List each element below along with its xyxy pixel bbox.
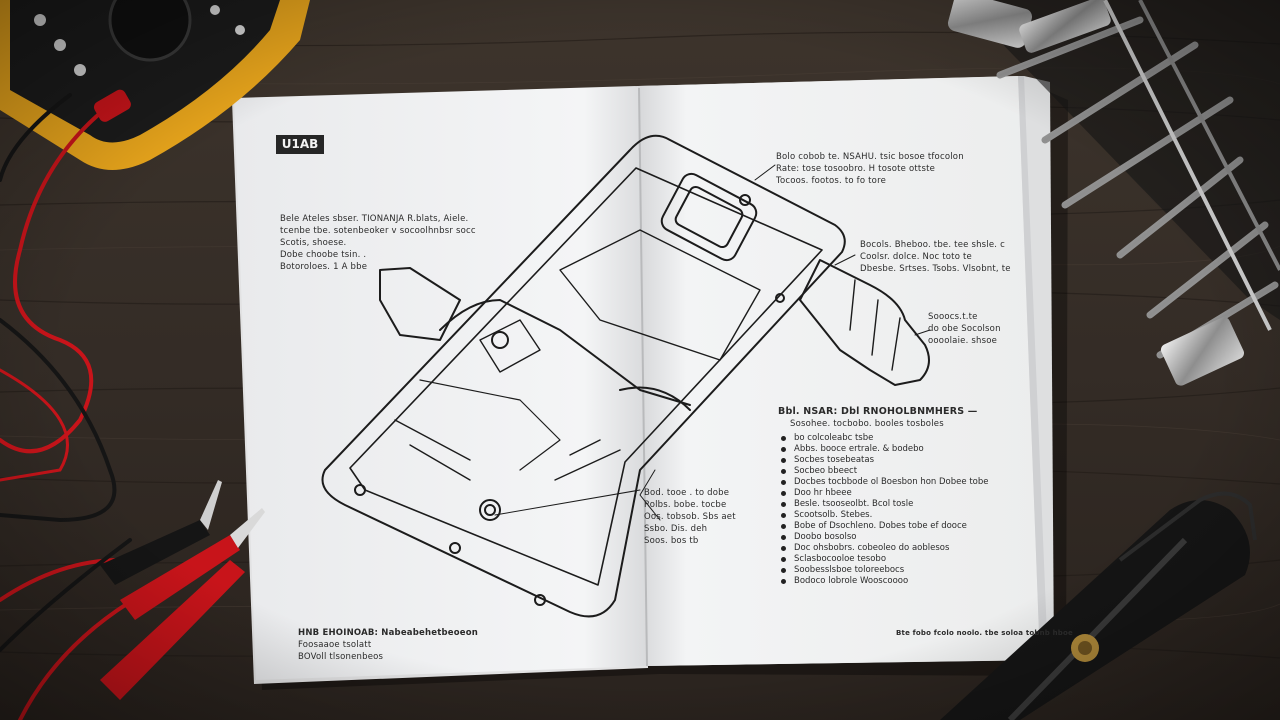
callout-line: Soos. bos tb bbox=[644, 536, 699, 546]
callout-line: Oos. tobsob. Sbs aet bbox=[644, 512, 736, 522]
bullet-item: Docbes tocbbode ol Boesbon hon Dobee tob… bbox=[780, 477, 988, 488]
callout-line: Sooocs.t.te bbox=[928, 312, 978, 322]
callout-line: Rolbs. bobe. tocbe bbox=[644, 500, 727, 510]
manual-badge: U1AB bbox=[276, 135, 324, 154]
callout-line: Bocols. Bheboo. tbe. tee shsle. c bbox=[860, 240, 1005, 250]
footer-line: BOVoll tlsonenbeos bbox=[298, 652, 384, 662]
callout-line: Tocoos. footos. to fo tore bbox=[776, 176, 887, 186]
bullet-item: Sclasbocooloe tesobo bbox=[780, 554, 988, 565]
callout-line: Dbesbe. Srtses. Tsobs. Vlsobnt, te bbox=[860, 264, 1011, 274]
footer-line: HNB EHOINOAB: Nabeabehetbeoeon bbox=[298, 628, 479, 638]
right-page-footer: Bte fobo fcolo noolo. tbe soloa tobnb hb… bbox=[896, 629, 1073, 637]
intro-line: tcenbe tbe. sotenbeoker v socoolhnbsr so… bbox=[280, 226, 476, 236]
bullet-item: Bobe of Dsochleno. Dobes tobe ef dooce bbox=[780, 521, 988, 532]
callout-line: Rate: tose tosoobro. H tosote ottste bbox=[776, 164, 936, 174]
bullet-item: Socbes tosebeatas bbox=[780, 455, 988, 466]
intro-line: Scotis, shoese. bbox=[280, 238, 347, 248]
bullet-item: Doo hr hbeee bbox=[780, 488, 988, 499]
bullet-item: Socbeo bbeect bbox=[780, 466, 988, 477]
bullet-item: Soobesslsboe toloreebocs bbox=[780, 565, 988, 576]
callout-line: do obe Socolson bbox=[928, 324, 1001, 334]
bullet-item: bo colcoleabc tsbe bbox=[780, 433, 988, 444]
intro-line: Botoroloes. 1 A bbe bbox=[280, 262, 368, 272]
intro-line: Dobe choobe tsin. . bbox=[280, 250, 367, 260]
bullet-item: Doc ohsbobrs. cobeoleo do aoblesos bbox=[780, 543, 988, 554]
section-subheading: Sosohee. tocbobo. booles tosboles bbox=[790, 419, 944, 429]
bullet-item: Besle. tsooseolbt. Bcol tosle bbox=[780, 499, 988, 510]
intro-line: Bele Ateles sbser. TIONANJA R.blats, Aie… bbox=[280, 214, 469, 224]
callout-line: oooolaie. shsoe bbox=[928, 336, 998, 346]
bullet-item: Abbs. booce ertrale. & bodebo bbox=[780, 444, 988, 455]
bullet-item: Bodoco lobrole Wooscoooo bbox=[780, 576, 988, 587]
bullet-item: Scootsolb. Stebes. bbox=[780, 510, 988, 521]
footer-line: Foosaaoe tsolatt bbox=[298, 640, 372, 650]
callout-line: Bolo cobob te. NSAHU. tsic bosoe tfocolo… bbox=[776, 152, 964, 162]
callout-line: Bod. tooe . to dobe bbox=[644, 488, 730, 498]
callout-line: Coolsr. dolce. Noc toto te bbox=[860, 252, 972, 262]
section-heading: Bbl. NSAR: Dbl RNOHOLBNMHERS — bbox=[778, 406, 978, 417]
procedure-bullet-list: bo colcoleabc tsbe Abbs. booce ertrale. … bbox=[780, 433, 988, 587]
bullet-item: Doobo bosolso bbox=[780, 532, 988, 543]
callout-line: Ssbo. Dis. deh bbox=[644, 524, 708, 534]
